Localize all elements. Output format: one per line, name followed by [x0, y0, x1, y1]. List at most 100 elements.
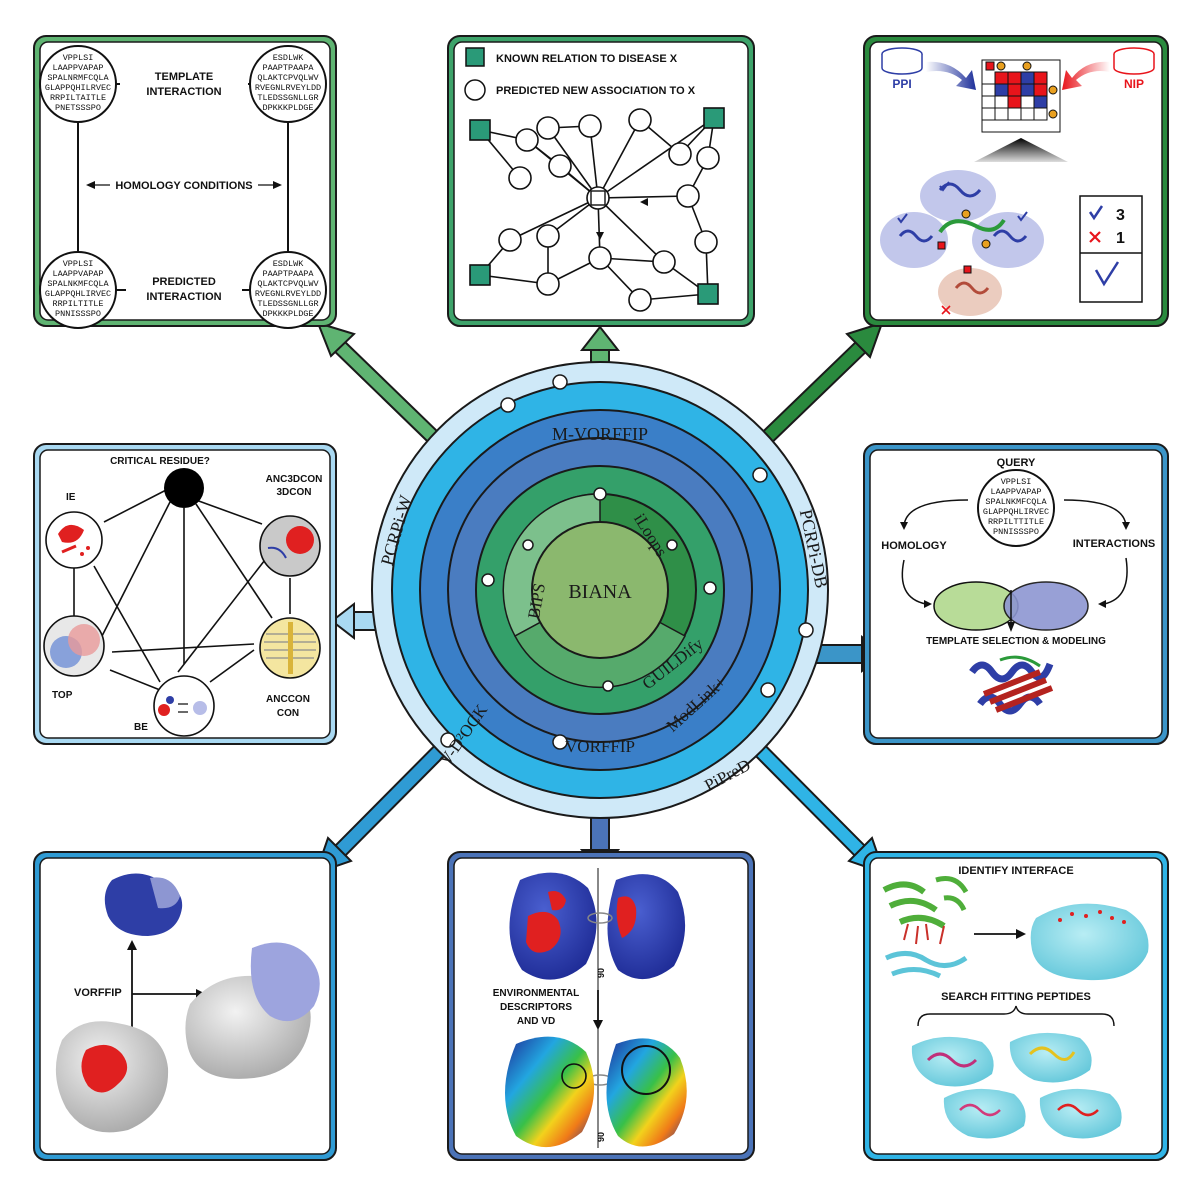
svg-text:DPKKKPLDGE: DPKKKPLDGE [262, 309, 313, 319]
svg-text:LAAPPVAPAP: LAAPPVAPAP [52, 269, 103, 279]
vd-colored-rotated [606, 1038, 687, 1147]
ie-node [45, 511, 103, 569]
interaction-matrix [981, 59, 1061, 133]
env-descriptors-label-2: DESCRIPTORS [500, 1002, 572, 1013]
svg-text:LAAPPVAPAP: LAAPPVAPAP [52, 63, 103, 73]
3dcon-label: 3DCON [276, 487, 311, 498]
venn-diagram [933, 581, 1089, 632]
env-descriptors-label-3: AND VD [517, 1016, 555, 1027]
seq-circle-top-left: VPPLSI LAAPPVAPAP SPALNRMFCQLA GLAPPQHIL… [39, 45, 117, 123]
svg-text:RVEGNLRVEYLDD: RVEGNLRVEYLDD [255, 289, 321, 299]
template-interaction-label: TEMPLATE [155, 71, 213, 83]
vd-colored-front [505, 1036, 595, 1148]
cross-icon [1089, 231, 1101, 243]
svg-text:SPALNRMFCQLA: SPALNRMFCQLA [47, 73, 109, 83]
modeled-structure [969, 655, 1054, 715]
legend-square-icon [465, 47, 485, 67]
svg-text:PNNISSSPO: PNNISSSPO [55, 309, 101, 319]
biana-label: BIANA [568, 581, 632, 603]
svg-text:VPPLSI: VPPLSI [63, 259, 94, 269]
panel-pipred: IDENTIFY INTERFACE SEARCH FITTING PEPTID… [863, 851, 1169, 1161]
homology-label: HOMOLOGY [881, 540, 947, 552]
panel-modlink: QUERY VPPLSI LAAPPVAPAP SPALNKMFCQLA GLA… [863, 443, 1169, 745]
top-node [43, 615, 105, 677]
panel-vorffip: VORFFIP [33, 851, 337, 1161]
rotation-label-bottom: 90 [596, 1132, 606, 1142]
vorffip-grey-protein-with-hotspot [55, 1021, 169, 1133]
seq-circle-top-right: ESDLWK PAAPTPAAPA QLAKTCPVQLWV RVEGNLRVE… [249, 45, 327, 123]
zoom-cone [974, 138, 1068, 162]
peptide-fit-3 [943, 1088, 1026, 1139]
pipred-interface-surface [1030, 903, 1149, 981]
panel-iloops: PPI NIP [863, 35, 1169, 327]
network-known-nodes [469, 107, 725, 305]
predicted-interaction-label: PREDICTED [152, 276, 216, 288]
svg-text:DPKKKPLDGE: DPKKKPLDGE [262, 103, 313, 113]
legend-predicted-label: PREDICTED NEW ASSOCIATION TO X [496, 85, 696, 97]
identify-interface-label: IDENTIFY INTERFACE [958, 865, 1073, 877]
vorffip-complex [185, 942, 320, 1079]
central-wheel: BIANA iLoops BIPS GUILDify ModLink+ M-VO… [371, 361, 832, 819]
vorffip-single-protein [104, 873, 183, 936]
panel-pcrpi: CRITICAL RESIDUE? IE ANC3DCON 3DCON TOP [33, 443, 337, 745]
propagation-arrows [596, 198, 648, 240]
vd-protein-rotated [607, 874, 686, 980]
svg-text:SPALNKMFCQLA: SPALNKMFCQLA [47, 279, 109, 289]
svg-text:GLAPPQHLIRVEC: GLAPPQHLIRVEC [45, 289, 111, 299]
network-predicted-nodes [498, 108, 720, 312]
svg-text:QLAKTCPVQLWV: QLAKTCPVQLWV [257, 73, 319, 83]
nip-label: NIP [1124, 77, 1144, 91]
panel-homology: VPPLSI LAAPPVAPAP SPALNRMFCQLA GLAPPQHIL… [33, 35, 337, 329]
ppi-database-icon [881, 47, 923, 75]
search-fitting-peptides-label: SEARCH FITTING PEPTIDES [941, 991, 1091, 1003]
svg-text:RRPILTAITLE: RRPILTAITLE [50, 93, 106, 103]
result-check-icon [1094, 261, 1120, 287]
anc3dcon-label: ANC3DCON [266, 474, 323, 485]
template-selection-label: TEMPLATE SELECTION & MODELING [926, 636, 1106, 647]
seq-circle-bottom-right: ESDLWK PAAPTPAAPA QLAKTCPVQLWV RVEGNLRVE… [249, 251, 327, 329]
be-node [153, 675, 215, 737]
homology-conditions-label: HOMOLOGY CONDITIONS [115, 180, 252, 192]
top-label: TOP [52, 690, 73, 701]
legend-known-label: KNOWN RELATION TO DISEASE X [496, 53, 678, 65]
query-sequence-circle: VPPLSI LAAPPVAPAP SPALNKMFCQLA GLAPPQHLI… [977, 469, 1055, 547]
search-brace [917, 1005, 1115, 1027]
svg-text:INTERACTION: INTERACTION [146, 291, 221, 303]
panel-guildify: KNOWN RELATION TO DISEASE X PREDICTED NE… [447, 35, 755, 327]
anccon-label: ANCCON [266, 694, 310, 705]
nip-arrow [1062, 61, 1110, 90]
svg-text:INTERACTION: INTERACTION [146, 86, 221, 98]
interactions-label: INTERACTIONS [1073, 538, 1156, 550]
be-label: BE [134, 722, 148, 733]
svg-text:RRPILTTITLE: RRPILTTITLE [988, 517, 1044, 527]
svg-text:TLEDSSGNLLGR: TLEDSSGNLLGR [257, 93, 318, 103]
critical-residue-label: CRITICAL RESIDUE? [110, 456, 210, 467]
ppi-label: PPI [892, 77, 911, 91]
svg-text:RRPILTITLE: RRPILTITLE [52, 299, 103, 309]
svg-text:ESDLWK: ESDLWK [273, 259, 305, 269]
svg-text:PAAPTPAAPA: PAAPTPAAPA [262, 269, 314, 279]
peptide-fit-1 [911, 1036, 994, 1087]
check-count: 3 [1116, 207, 1125, 224]
biana-core [531, 521, 669, 659]
env-descriptors-label-1: ENVIRONMENTAL [493, 988, 579, 999]
cross-count: 1 [1116, 230, 1125, 247]
svg-text:LAAPPVAPAP: LAAPPVAPAP [990, 487, 1041, 497]
ppi-arrow [926, 61, 976, 90]
svg-text:PNETSSSPO: PNETSSSPO [55, 103, 101, 113]
anc3dcon-node [259, 515, 321, 577]
vorffip-label: VORFFIP [74, 987, 122, 999]
critical-residue-node [164, 468, 204, 508]
rotation-label-top: 90 [596, 968, 606, 978]
vd-protein-front [509, 872, 597, 980]
query-label: QUERY [997, 457, 1036, 469]
svg-text:TLEDSSGNLLGR: TLEDSSGNLLGR [257, 299, 318, 309]
svg-text:VPPLSI: VPPLSI [1001, 477, 1032, 487]
svg-text:RVEGNLRVEYLDD: RVEGNLRVEYLDD [255, 83, 321, 93]
svg-text:SPALNKMFCQLA: SPALNKMFCQLA [985, 497, 1047, 507]
m-vorffip-label: M-VORFFIP [552, 424, 648, 444]
vote-box: 3 1 [1079, 195, 1143, 303]
pipred-complex-structure [882, 876, 969, 979]
peptide-fit-4 [1039, 1088, 1122, 1139]
